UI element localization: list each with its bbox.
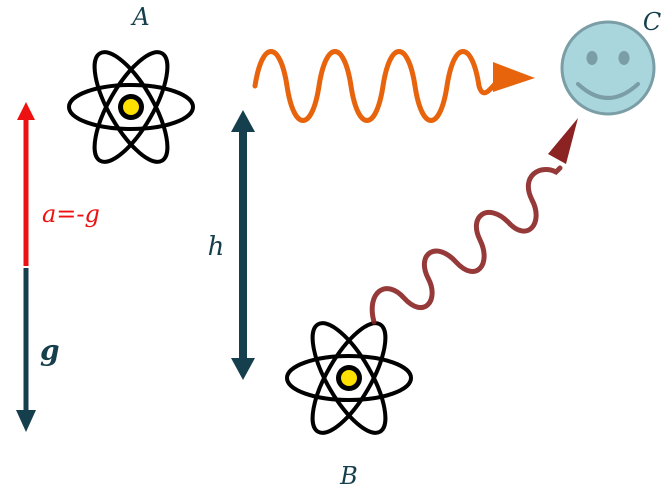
- atom-b-icon: [285, 321, 413, 435]
- label-atom-b: B: [339, 462, 358, 490]
- observer-smiley-icon: [560, 20, 656, 116]
- atom-a-icon: [67, 50, 195, 164]
- label-acceleration: a=-g: [42, 200, 100, 228]
- orange-wave-arrow: [252, 49, 535, 123]
- dark-red-wave-arrow: [369, 118, 578, 325]
- gravity-arrow-down: [16, 268, 36, 432]
- height-double-arrow: [231, 110, 255, 380]
- label-observer-c: C: [643, 8, 661, 36]
- acceleration-arrow-up: [17, 102, 35, 266]
- label-height: h: [208, 232, 225, 262]
- label-atom-a: A: [130, 3, 149, 31]
- label-gravity: g: [40, 334, 60, 367]
